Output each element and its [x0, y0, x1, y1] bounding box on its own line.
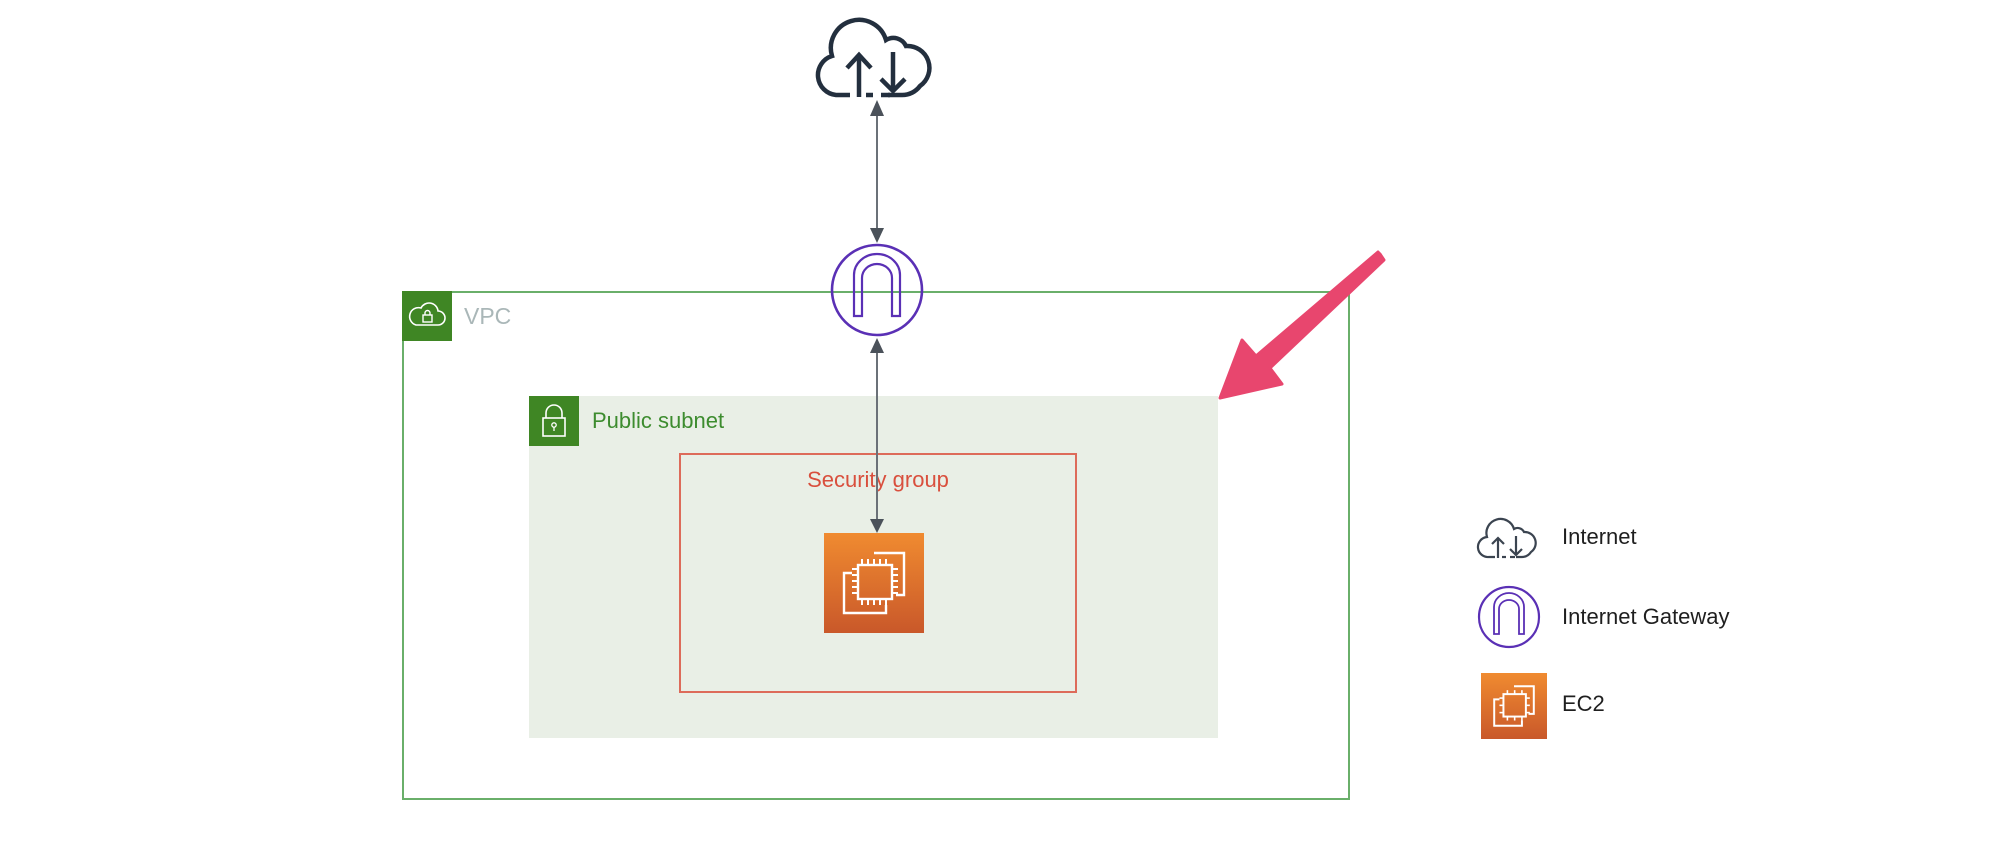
public-subnet-label: Public subnet — [592, 408, 725, 433]
internet-gateway-icon — [830, 243, 924, 337]
padlock-icon — [529, 396, 579, 446]
arrowhead-up-icon — [870, 100, 884, 116]
legend-ec2-icon — [1481, 673, 1547, 739]
vpc-group — [402, 291, 1350, 800]
internet-cloud-icon — [815, 17, 932, 98]
callout-arrow-icon — [1218, 250, 1386, 400]
legend-label-internet-gateway: Internet Gateway — [1562, 604, 1730, 629]
edge-gateway-ec2 — [870, 338, 884, 533]
ec2-instance-icon — [824, 533, 924, 633]
arrowhead-up-icon — [870, 338, 884, 353]
arrowhead-down-icon — [870, 519, 884, 533]
arrowhead-down-icon — [870, 228, 884, 243]
legend-label-ec2: EC2 — [1562, 691, 1605, 716]
legend-label-internet: Internet — [1562, 524, 1637, 549]
vpc-cloud-lock-icon — [402, 291, 452, 341]
legend-internet-icon — [1476, 517, 1537, 559]
legend-internet-gateway-icon — [1477, 585, 1541, 649]
vpc-label: VPC — [464, 303, 512, 329]
edge-internet-gateway — [870, 100, 884, 243]
